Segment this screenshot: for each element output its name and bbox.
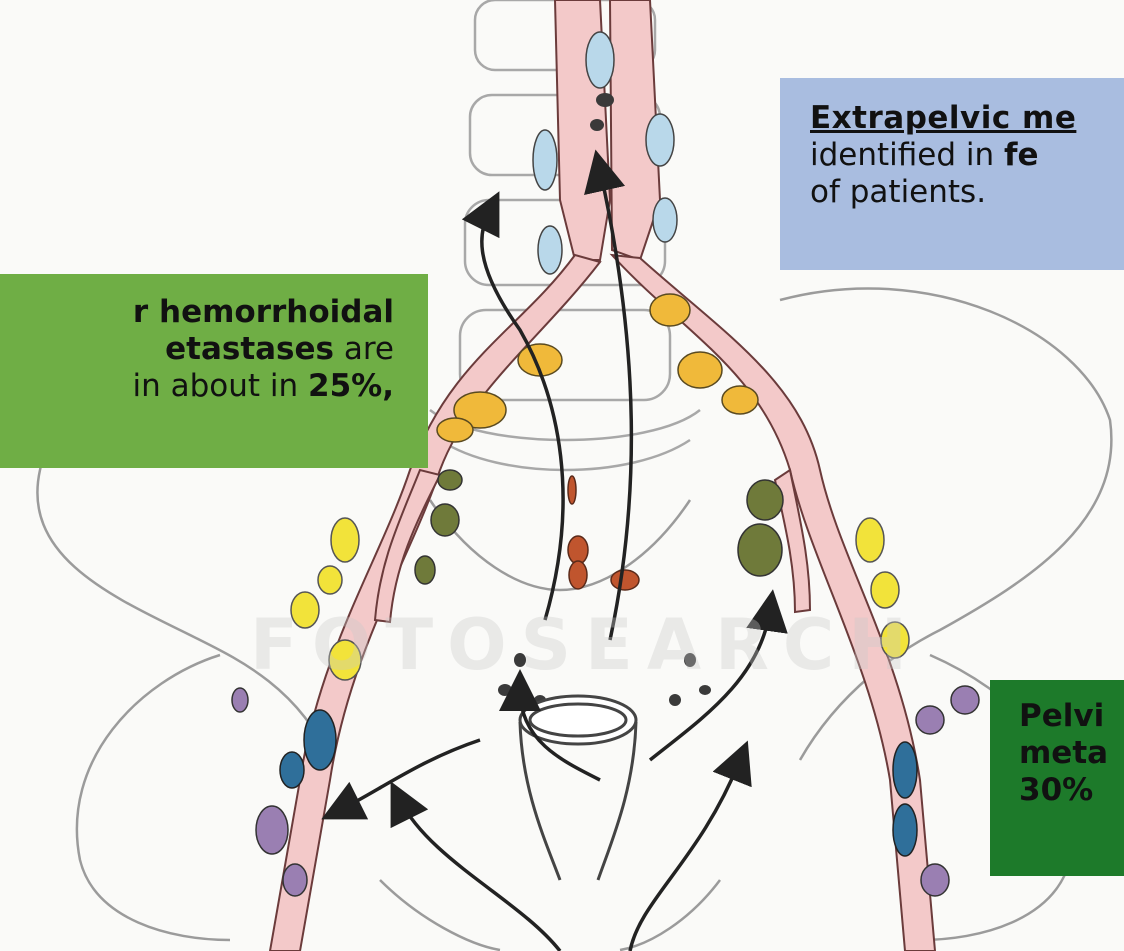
callout-pelvic: Pelvi meta 30% xyxy=(990,680,1124,876)
rectum xyxy=(520,696,636,880)
callout-hemorrhoidal-line3: in about in xyxy=(132,368,308,404)
callout-extrapelvic-line2: identified in xyxy=(810,137,1004,173)
callout-pelvic-line1: Pelvi xyxy=(1019,698,1124,735)
callout-pelvic-line3: 30% xyxy=(1019,772,1124,809)
callout-extrapelvic-title: Extrapelvic me xyxy=(810,100,1076,136)
lymph-nodes-olive xyxy=(415,470,783,584)
callout-hemorrhoidal-line1: r hemorrhoidal xyxy=(133,294,394,330)
callout-hemorrhoidal-line2-bold: etastases xyxy=(165,331,334,367)
callout-hemorrhoidal-percent: 25%, xyxy=(308,368,394,404)
callout-extrapelvic-line2-bold: fe xyxy=(1004,137,1039,173)
callout-extrapelvic: Extrapelvic me identified in fe of patie… xyxy=(780,78,1124,270)
callout-hemorrhoidal: r hemorrhoidal etastases are in about in… xyxy=(0,274,428,468)
callout-extrapelvic-line3: of patients. xyxy=(810,174,1124,211)
callout-hemorrhoidal-line2-rest: are xyxy=(334,331,394,367)
callout-pelvic-line2: meta xyxy=(1019,735,1124,772)
watermark: FOTOSEARCH xyxy=(250,604,921,686)
